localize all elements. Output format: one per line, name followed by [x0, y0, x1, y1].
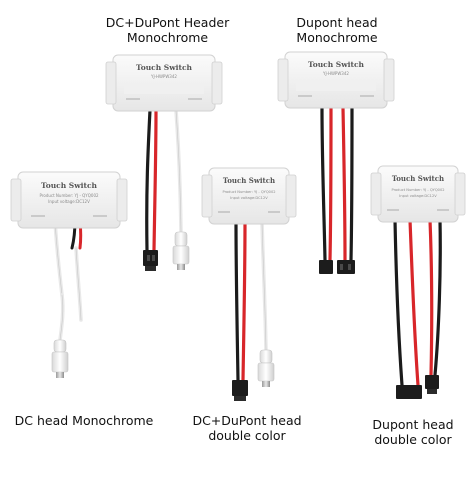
caption-line: Monochrome [126, 30, 209, 45]
module-body: Touch Switch Product Number: YJ - QYQ002… [10, 171, 128, 229]
caption-top-right: Dupont head Monochrome [272, 15, 402, 45]
caption-line: double color [374, 432, 452, 447]
module-title-text: Touch Switch [392, 174, 444, 183]
caption-line: Dupont head [296, 15, 378, 30]
module-product-number: Product Number: YJ - QYQ002 [391, 188, 444, 192]
module-product-number: Product Number: YJ - QYQ002 [39, 193, 99, 198]
wires-top-right [320, 106, 354, 262]
module-body: Touch Switch Product Number: YJ - QYQ002… [201, 167, 297, 225]
wires-middle-left [53, 218, 83, 342]
caption-top-center: DC+DuPont Header Monochrome [100, 15, 235, 45]
module-title-text: Touch Switch [308, 60, 365, 69]
dupont-connector [232, 380, 248, 401]
dc-barrel-connector [51, 339, 69, 378]
caption-bottom-center: DC+DuPont head double color [187, 413, 307, 443]
module-body: Touch Switch YJ-HWPW342 [105, 54, 223, 112]
module-body: Touch Switch YJ-HWPW342 [277, 51, 395, 109]
module-voltage-text: Input voltage:DC12V [48, 199, 90, 204]
module-product-number: Product Number: YJ - QYQ002 [222, 190, 275, 194]
caption-line: DC+DuPont head [192, 413, 302, 428]
module-middle-center: Touch Switch Product Number: YJ - QYQ002… [201, 167, 297, 401]
module-title-text: Touch Switch [223, 176, 275, 185]
module-voltage-text: Input voltage:DC12V [230, 196, 268, 200]
caption-line: Dupont head [372, 417, 454, 432]
caption-line: DC+DuPont Header [105, 15, 230, 30]
module-voltage-text: Input voltage:DC12V [399, 194, 437, 198]
dupont-connector [143, 250, 158, 271]
module-top-center: Touch Switch YJ-HWPW342 [105, 54, 223, 271]
module-title-text: Touch Switch [41, 181, 98, 190]
caption-line: double color [208, 428, 286, 443]
dc-barrel-connector [257, 349, 275, 387]
module-middle-left: Touch Switch Product Number: YJ - QYQ002… [10, 171, 128, 378]
wires-middle-center [234, 220, 268, 382]
caption-bottom-left: DC head Monochrome [4, 413, 164, 428]
module-body: Touch Switch Product Number: YJ - QYQ002… [370, 165, 466, 223]
wires-top-center [145, 108, 183, 252]
caption-bottom-right: Dupont head double color [358, 417, 468, 447]
caption-line: DC head Monochrome [14, 413, 154, 428]
module-model-text: YJ-HWPW342 [322, 71, 349, 76]
dc-barrel-connector [172, 231, 190, 270]
caption-line: Monochrome [296, 30, 378, 45]
wires-middle-right [393, 218, 442, 387]
module-title-text: Touch Switch [136, 63, 193, 72]
dupont-connector [319, 260, 355, 274]
module-top-right: Touch Switch YJ-HWPW342 [277, 51, 395, 274]
module-middle-right: Touch Switch Product Number: YJ - QYQ002… [370, 165, 466, 399]
module-model-text: YJ-HWPW342 [150, 74, 177, 79]
dupont-connector [396, 375, 439, 399]
